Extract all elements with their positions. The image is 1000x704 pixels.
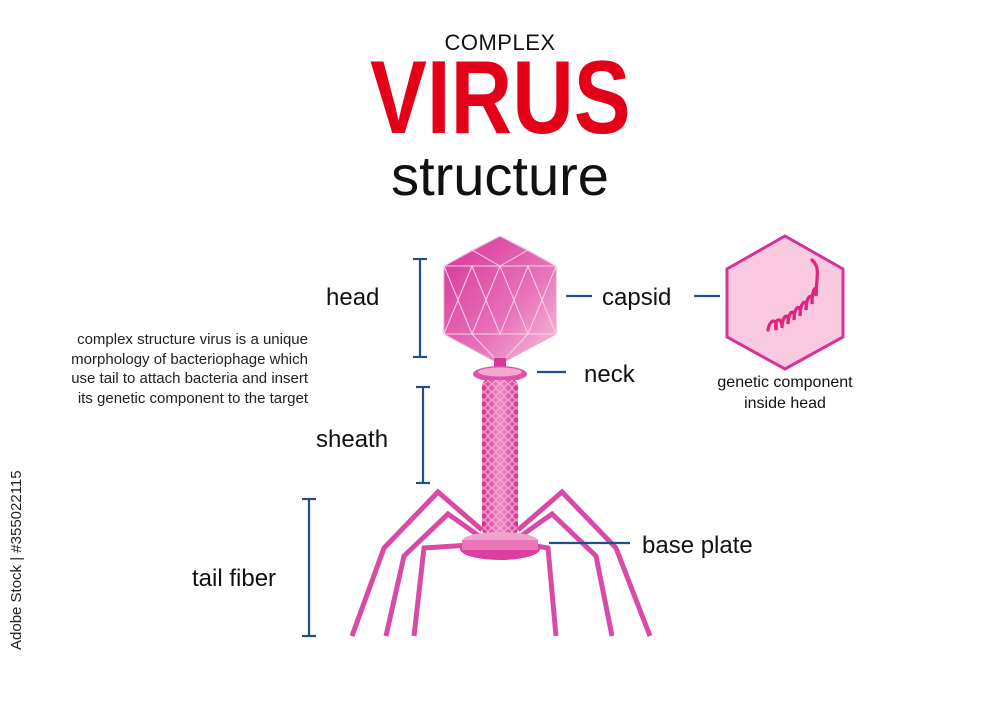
description-line: use tail to attach bacteria and insert (71, 370, 308, 387)
genetic-component-inset (725, 234, 845, 371)
title-virus: VIRUS (370, 40, 631, 156)
stock-watermark: Adobe Stock | #355022115 (8, 470, 25, 650)
label-base-plate: base plate (642, 532, 753, 559)
label-tail-fiber: tail fiber (192, 565, 277, 592)
head-capsid-shape (443, 235, 557, 365)
label-sheath: sheath (316, 426, 389, 453)
tail-fiber-bracket (302, 497, 316, 638)
description-line: its genetic component to the target (77, 389, 308, 407)
inset-caption-line2: inside head (744, 395, 826, 412)
description-line: morphology of bacteriophage which (71, 350, 308, 368)
inset-caption: genetic component inside head (690, 372, 880, 414)
sheath-shape (482, 380, 518, 535)
head-bracket (413, 257, 427, 359)
inset-caption-line1: genetic component (717, 374, 853, 391)
title-structure: structure (391, 144, 609, 207)
tail-fiber-shape (349, 488, 653, 637)
title-complex: COMPLEX (444, 30, 556, 55)
sheath-bracket (416, 385, 430, 485)
dna-strand-icon (766, 258, 819, 332)
brackets (302, 257, 720, 638)
label-neck: neck (584, 361, 635, 388)
label-capsid: capsid (602, 284, 672, 311)
description-line: complex structure virus is a unique (77, 331, 308, 348)
base-plate-shape (460, 532, 540, 560)
label-head: head (326, 284, 380, 311)
neck-shape (473, 358, 527, 382)
description-text: complex structure virus is a unique morp… (71, 330, 308, 408)
